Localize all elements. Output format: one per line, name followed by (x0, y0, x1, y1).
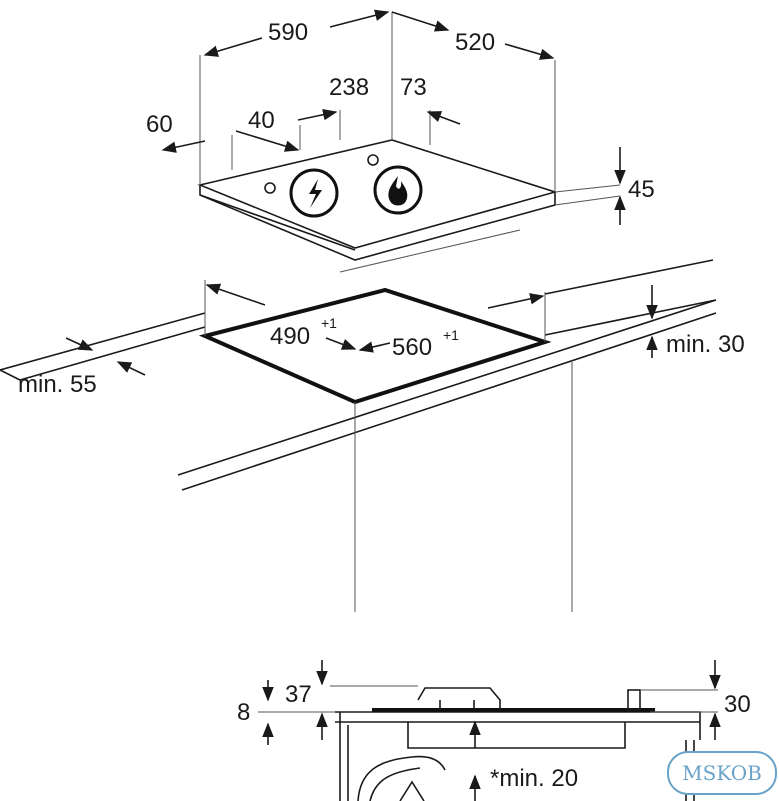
dim-cutout-width-tolerance: +1 (443, 327, 459, 343)
dim-cutout-depth: 490 (270, 323, 310, 350)
dim-below-min: *min. 20 (490, 765, 578, 792)
dim-top-min: min. 30 (666, 331, 745, 358)
dim-height: 45 (628, 176, 655, 203)
dim-front-min: min. 55 (18, 371, 97, 398)
dim-width: 590 (268, 19, 308, 46)
hob-top-view (197, 12, 558, 273)
dim-depth: 520 (455, 29, 495, 56)
dim-knob-offset: 40 (248, 107, 275, 134)
side-dimension-lines (262, 660, 721, 801)
electric-symbol-icon (289, 168, 339, 218)
worktop (0, 259, 717, 491)
cutout (198, 280, 573, 612)
dim-left-margin: 60 (146, 111, 173, 138)
gas-flame-icon (373, 165, 423, 215)
dim-cutout-depth-tolerance: +1 (321, 315, 337, 331)
dim-rear-offset: 73 (400, 74, 427, 101)
watermark-text: MSKOB (682, 761, 762, 785)
top-dimension-lines (161, 9, 626, 225)
side-section (258, 685, 718, 801)
dim-knob-height: 30 (724, 691, 751, 718)
cutout-dimension-lines (65, 283, 658, 376)
dim-cutout-width: 560 (392, 334, 432, 361)
dim-burner-span: 238 (329, 74, 369, 101)
dim-side-height: 8 (237, 699, 250, 726)
dim-burner-height: 37 (285, 681, 312, 708)
watermark: MSKOB (667, 751, 777, 795)
